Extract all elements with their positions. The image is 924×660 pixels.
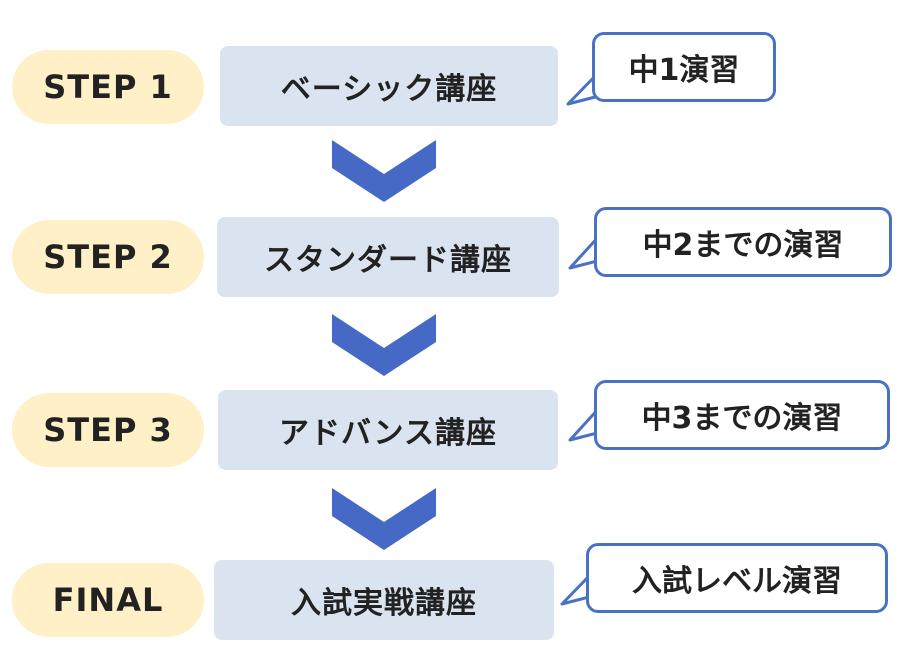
step-2-label: STEP 2 bbox=[43, 238, 173, 276]
step-2-callout-text: 中2までの演習 bbox=[642, 228, 844, 263]
step-3-label: STEP 3 bbox=[43, 411, 173, 449]
final-callout-text: 入試レベル演習 bbox=[632, 564, 842, 599]
step-3-pill: STEP 3 bbox=[12, 393, 204, 467]
arrow-down-1 bbox=[332, 140, 436, 202]
step-3-course-name: アドバンス講座 bbox=[279, 416, 497, 451]
step-2-callout: 中2までの演習 bbox=[594, 207, 892, 277]
final-step-label: FINAL bbox=[52, 581, 164, 619]
step-2-course-name: スタンダード講座 bbox=[264, 243, 512, 278]
step-1-callout: 中1演習 bbox=[592, 32, 776, 102]
step-1-label: STEP 1 bbox=[43, 68, 173, 106]
arrow-down-2 bbox=[332, 314, 436, 376]
step-1-course-name: ベーシック講座 bbox=[280, 72, 498, 107]
step-1-course-box: ベーシック講座 bbox=[220, 46, 558, 126]
arrow-down-3 bbox=[332, 488, 436, 550]
step-3-course-box: アドバンス講座 bbox=[218, 390, 558, 470]
step-3-callout-text: 中3までの演習 bbox=[641, 401, 843, 436]
final-course-name: 入試実戦講座 bbox=[291, 586, 477, 621]
step-1-pill: STEP 1 bbox=[12, 50, 204, 124]
step-1-callout-text: 中1演習 bbox=[628, 53, 740, 88]
step-2-pill: STEP 2 bbox=[12, 220, 204, 294]
final-callout: 入試レベル演習 bbox=[586, 543, 888, 613]
final-course-box: 入試実戦講座 bbox=[214, 560, 554, 640]
final-step-pill: FINAL bbox=[12, 563, 204, 637]
step-2-course-box: スタンダード講座 bbox=[217, 217, 559, 297]
step-3-callout: 中3までの演習 bbox=[594, 380, 890, 450]
